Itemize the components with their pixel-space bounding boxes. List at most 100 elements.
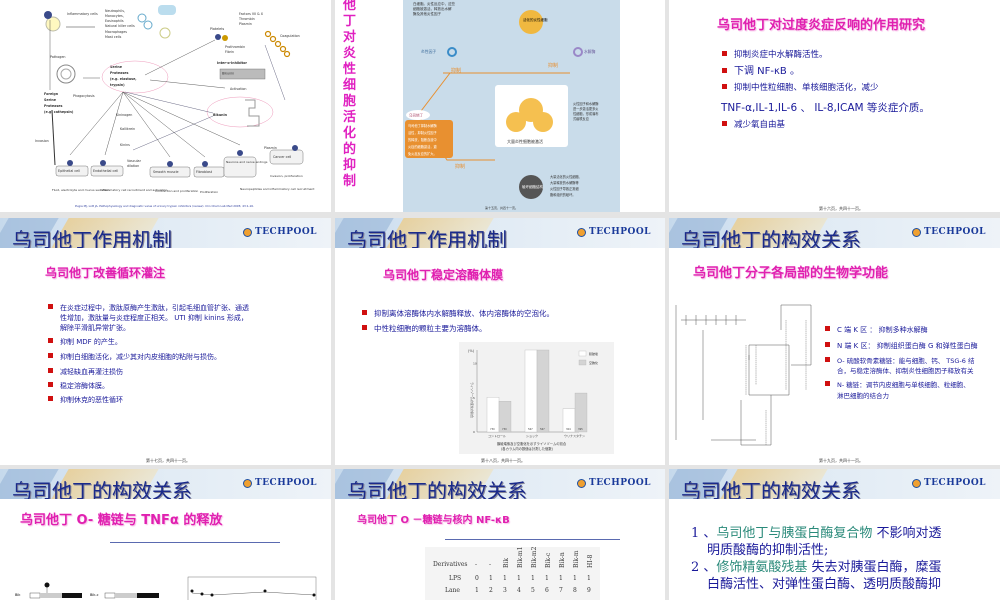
svg-text:Endothelial cell: Endothelial cell bbox=[93, 169, 118, 173]
label-inter-alpha-inhibitor: Inter-α-Inhibitor bbox=[217, 61, 247, 65]
derivative-header: HI-8 bbox=[587, 554, 594, 568]
label-kallikrein: Kallikrein bbox=[120, 127, 135, 131]
bar-count-label: 730 bbox=[490, 427, 495, 431]
label-factor: Plasmin bbox=[239, 22, 252, 26]
table-cell: 1 bbox=[587, 575, 591, 582]
table-row-label: Lane bbox=[445, 587, 460, 594]
techpool-logo-icon bbox=[912, 227, 921, 237]
svg-text:Invasion, proliferation: Invasion, proliferation bbox=[270, 174, 303, 178]
label-kinins: Kinins bbox=[120, 143, 130, 147]
bullet: O- 硫酸软骨素糖链：能与细胞、钙、 TSG-6 结合，与稳定溶酶体、抑制炎性细… bbox=[825, 356, 974, 376]
slide-title: 乌司他丁的构效关系 bbox=[681, 228, 861, 248]
slide-1-thumbnail[interactable]: Inflammatory cells Neutrophils, Monocyte… bbox=[0, 0, 331, 212]
bullet: 减轻缺血再灌注损伤 bbox=[48, 366, 123, 379]
slide-title: 乌司他丁作用机制 bbox=[12, 228, 172, 248]
activated-cell-icon bbox=[519, 10, 543, 34]
label-cell-type: Eosinophils bbox=[105, 19, 124, 23]
table-cell: 1 bbox=[475, 587, 479, 594]
table-cell: 1 bbox=[573, 575, 577, 582]
bullet: 稳定溶酶体膜。 bbox=[48, 380, 109, 393]
label-cell-type: Mast cells bbox=[105, 35, 122, 39]
derivative-header: Bik-m bbox=[573, 550, 580, 568]
slide-4-thumbnail[interactable]: 乌司他丁作用机制 TECHPOOL 乌司他丁改善循环灌注 在炎症过程中，激肽原酶… bbox=[0, 218, 331, 465]
label-ulinastatin: 乌司他丁 bbox=[409, 113, 423, 118]
slide-header: 乌司他丁作用机制 TECHPOOL bbox=[0, 218, 331, 248]
table-cell: 8 bbox=[573, 587, 577, 594]
svg-text:Neurons and nerve endings: Neurons and nerve endings bbox=[226, 160, 268, 164]
label-hydrolase: 水解酶 bbox=[584, 49, 596, 54]
svg-text:Proliferation: Proliferation bbox=[200, 190, 218, 194]
legend-label: 膜破壊 bbox=[589, 351, 598, 356]
slide-header: 乌司他丁的构效关系 TECHPOOL bbox=[0, 469, 331, 499]
svg-text:(e.g. cathepsin): (e.g. cathepsin) bbox=[44, 110, 74, 114]
slide-header: 乌司他丁作用机制 TECHPOOL bbox=[335, 218, 665, 248]
table-cell: 1 bbox=[503, 575, 507, 582]
slide-2-footer: 第十五页，共四十一页。 bbox=[485, 205, 518, 210]
bar bbox=[574, 392, 588, 433]
slide-6-thumbnail[interactable]: 乌司他丁的构效关系 TECHPOOL 乌司他丁分子各局部的生物学功能 C 端 K… bbox=[669, 218, 1000, 465]
label-prothrombin: Prothrombin bbox=[225, 45, 245, 49]
derivative-header: Bik-n bbox=[559, 552, 566, 568]
svg-text:式级联反应: 式级联反应 bbox=[573, 116, 590, 121]
techpool-logo-icon bbox=[912, 478, 921, 488]
slide-4-subtitle: 乌司他丁改善循环灌注 bbox=[45, 266, 166, 280]
table-cell: 3 bbox=[503, 587, 507, 594]
row-label: Bik bbox=[15, 593, 21, 597]
techpool-logo: TECHPOOL bbox=[577, 227, 651, 237]
slide-4-footer: 第十七页，共四十一页。 bbox=[146, 458, 190, 463]
slide-header: 乌司他丁的构效关系 TECHPOOL bbox=[669, 469, 1000, 499]
label-serine-proteases: Serine bbox=[110, 65, 123, 69]
y-tick-label: 10 bbox=[473, 362, 477, 366]
slide-9-thumbnail[interactable]: 乌司他丁的构效关系 TECHPOOL 1 、乌司他丁与胰蛋白酶复合物 不影响对透… bbox=[669, 469, 1000, 600]
bar bbox=[536, 349, 550, 433]
bullet: 下调 NF-κB 。 bbox=[722, 65, 800, 78]
slide-8-thumbnail[interactable]: 乌司他丁的构效关系 TECHPOOL 乌司他丁 O －糖链与核内 NF-κB D… bbox=[335, 469, 665, 600]
table-cell: 7 bbox=[559, 587, 563, 594]
bar-count-label: 304 bbox=[566, 427, 571, 431]
y-tick-label: 5 bbox=[473, 396, 475, 400]
derivative-header: - bbox=[475, 561, 478, 568]
label-cell-type: Neutrophils, bbox=[105, 9, 125, 13]
svg-text:抑制: 抑制 bbox=[451, 67, 461, 74]
slide-2-thumbnail[interactable]: 他丁对炎性细胞活化的抑制 白细胞。炎性反应中，这些 细胞被激活，释放出水解 酶及… bbox=[335, 0, 665, 212]
slide-3-thumbnail[interactable]: 乌司他丁对过度炎症反响的作用研究 抑制炎症中水解酶活性。 下调 NF-κB 。 … bbox=[669, 0, 1000, 212]
slide-header: 乌司他丁的构效关系 TECHPOOL bbox=[669, 218, 1000, 248]
label-foreign-proteases: Foreign bbox=[44, 92, 59, 96]
label-bikunin-box: Bikunin bbox=[222, 72, 234, 76]
techpool-logo: TECHPOOL bbox=[912, 478, 986, 488]
svg-text:细胞被激活，释放出水解: 细胞被激活，释放出水解 bbox=[413, 6, 452, 11]
label-vascular-dilation: Vascular bbox=[127, 159, 142, 163]
svg-text:抑制: 抑制 bbox=[548, 62, 558, 69]
svg-text:大量释放的水解酶等: 大量释放的水解酶等 bbox=[550, 180, 579, 185]
label-activation: Activation bbox=[230, 87, 247, 91]
table-cell: 1 bbox=[517, 575, 521, 582]
y-axis-label: ライソゾームの変化の割合 bbox=[470, 382, 475, 418]
citation-line bbox=[445, 539, 620, 541]
svg-text:白细胞。炎性反应中，这些: 白细胞。炎性反应中，这些 bbox=[413, 1, 455, 6]
bullet: 抑制休克的恶性循环 bbox=[48, 394, 123, 407]
row-label: Bik-c bbox=[90, 593, 99, 597]
slide-title: 乌司他丁的构效关系 bbox=[12, 479, 192, 499]
slide-5-thumbnail[interactable]: 乌司他丁作用机制 TECHPOOL 乌司他丁稳定溶酶体膜 抑制离体溶酶体内水解酶… bbox=[335, 218, 665, 465]
svg-text:Neuropeptides and inflammatory: Neuropeptides and inflammatory cell recr… bbox=[240, 187, 315, 191]
techpool-logo-icon bbox=[243, 227, 252, 237]
slide-3-subtitle: 乌司他丁对过度炎症反响的作用研究 bbox=[717, 18, 926, 33]
svg-text:Serine: Serine bbox=[44, 98, 57, 102]
table-cell: 9 bbox=[587, 587, 591, 594]
numbered-item: 1 、乌司他丁与胰蛋白酶复合物 不影响对透 明质酸酶的抑制活性; 2 、修饰精氨… bbox=[691, 526, 942, 592]
slide-header: 乌司他丁的构效关系 TECHPOOL bbox=[335, 469, 665, 499]
label-destroy-cell: 破坏细胞结构 bbox=[522, 184, 543, 189]
techpool-logo-icon bbox=[243, 478, 252, 488]
chart-caption: (各カラム内の数値は計測した個数) bbox=[501, 446, 553, 451]
bar-count-label: 567 bbox=[528, 427, 533, 431]
svg-text:Proteases: Proteases bbox=[110, 71, 129, 75]
svg-text:Proteases: Proteases bbox=[44, 104, 63, 108]
bullet: 在炎症过程中，激肽原酶产生激肽，引起毛细血管扩张、通透性增加，激肽量与炎症程度正… bbox=[48, 303, 249, 333]
label-cell-type: Monocytes, bbox=[105, 14, 124, 18]
bar-count-label: 730 bbox=[502, 427, 507, 431]
bullet: N- 糖链：调节内皮细胞与单核细胞、粒细胞、淋巴细胞的结合力 bbox=[825, 380, 970, 402]
label-inflammatory-factor: 炎性因子 bbox=[421, 49, 436, 54]
slide-7-thumbnail[interactable]: 乌司他丁的构效关系 TECHPOOL 乌司他丁 O- 糖链与 TNFα 的释放 … bbox=[0, 469, 331, 600]
cell-epithelial bbox=[55, 165, 89, 177]
